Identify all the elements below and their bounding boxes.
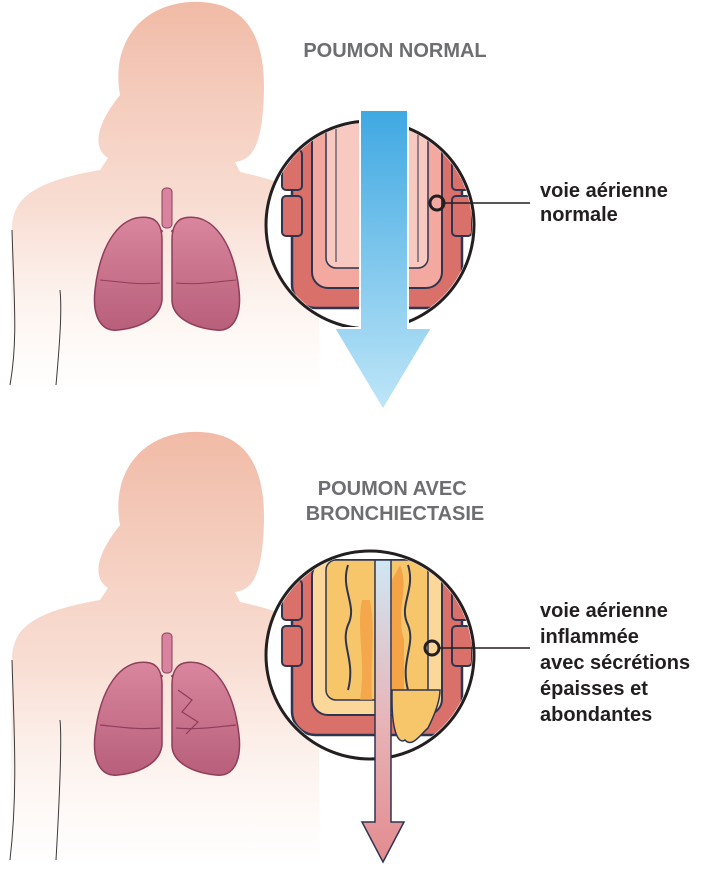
title-bronchiectasis: POUMON AVEC BRONCHIECTASIE [306,478,485,525]
label-bronchiectasis: voie aérienne inflammée avec sécrétions … [540,600,696,726]
panel-bronchiectasis: POUMON AVEC BRONCHIECTASIE voie aérienne… [10,432,696,862]
panel-normal: POUMON NORMAL voie aérienne normale [10,2,673,410]
label-normal: voie aérienne normale [540,180,673,226]
title-normal: POUMON NORMAL [303,40,486,62]
trachea [162,633,172,673]
trachea [162,188,172,228]
